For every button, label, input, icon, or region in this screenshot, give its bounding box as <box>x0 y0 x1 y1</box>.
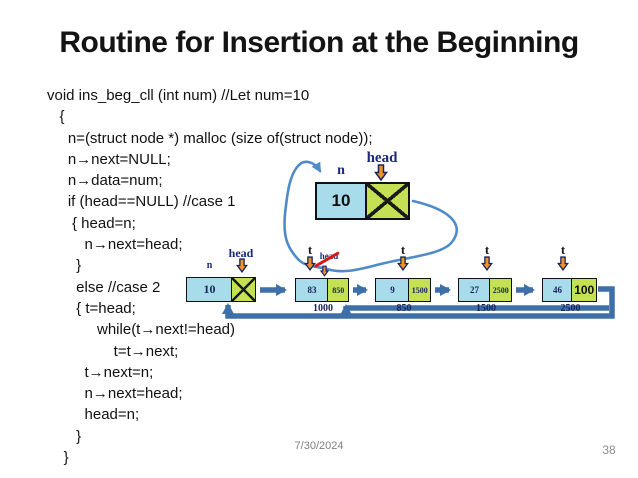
slide-date: 7/30/2024 <box>294 440 344 452</box>
crossed-cell-icon <box>231 277 257 302</box>
code-line: { t=head; <box>47 299 136 317</box>
list-node: 9 1500 <box>375 278 432 302</box>
list-node: 83 850 <box>295 278 350 302</box>
new-node-data-cell: 10 <box>315 182 367 220</box>
node-data-cell: 27 <box>458 278 491 302</box>
code-block: void ins_beg_cll (int num) //Let num=10 … <box>47 85 373 468</box>
code-line: } <box>47 257 82 275</box>
slide-title: Routine for Insertion at the Beginning <box>59 26 579 59</box>
t-label: t <box>400 242 406 257</box>
code-line: if (head==NULL) //case 1 <box>47 193 236 211</box>
code-line: t=t→next; <box>47 342 179 360</box>
node-address: 1000 <box>313 303 333 314</box>
slide-page-number: 38 <box>602 443 616 457</box>
t-pointer-arrow-icon <box>397 256 409 276</box>
code-line: { <box>47 108 65 126</box>
node-data-cell: 10 <box>186 277 233 302</box>
top-n-label: n <box>337 163 345 178</box>
code-line: else //case 2 <box>47 278 161 296</box>
code-line: n→next=NULL; <box>47 150 171 168</box>
code-line: head=n; <box>47 406 140 424</box>
code-line: n=(struct node *) malloc (size of(struct… <box>47 129 373 147</box>
crossed-cell-icon <box>365 182 411 220</box>
node-next-cell: 850 <box>327 278 350 302</box>
node-address: 850 <box>396 303 412 314</box>
old-head-pointer-arrow-icon <box>319 264 330 282</box>
t-pointer-arrow-icon <box>481 256 493 276</box>
node-address: 2500 <box>560 303 581 314</box>
list-node: 10 <box>186 277 257 302</box>
list-head-label: head <box>228 246 254 260</box>
code-line: n→next=head; <box>47 236 183 254</box>
code-line: t→next=n; <box>47 363 154 381</box>
head-pointer-arrow-icon <box>236 258 248 278</box>
code-line: n→next=head; <box>47 385 183 403</box>
head-pointer-arrow-icon <box>374 164 388 186</box>
list-node: 27 2500 <box>458 278 513 302</box>
code-line: } <box>47 449 69 467</box>
node-address: 1500 <box>476 303 496 314</box>
node-data-cell: 46 <box>542 278 573 302</box>
node-next-cell-updated: 100 <box>571 278 598 302</box>
t-pointer-arrow-icon <box>557 256 569 276</box>
list-node: 46 100 <box>542 278 598 302</box>
code-line: n→data=num; <box>47 172 163 190</box>
top-head-label: head <box>366 150 398 166</box>
code-line: { head=n; <box>47 214 136 232</box>
code-line: } <box>47 427 82 445</box>
new-node: 10 <box>315 182 411 220</box>
t-pointer-arrow-icon <box>304 256 316 276</box>
node-next-cell: 2500 <box>489 278 513 302</box>
node-data-cell: 9 <box>375 278 410 302</box>
list-n-label: n <box>206 260 213 271</box>
t-label: t <box>484 242 490 257</box>
code-line: while(t→next!=head) <box>47 321 235 339</box>
t-label: t <box>307 242 313 257</box>
t-label: t <box>560 242 566 257</box>
node-next-cell: 1500 <box>408 278 432 302</box>
node-data-cell: 83 <box>295 278 329 302</box>
code-line: void ins_beg_cll (int num) //Let num=10 <box>47 87 310 104</box>
